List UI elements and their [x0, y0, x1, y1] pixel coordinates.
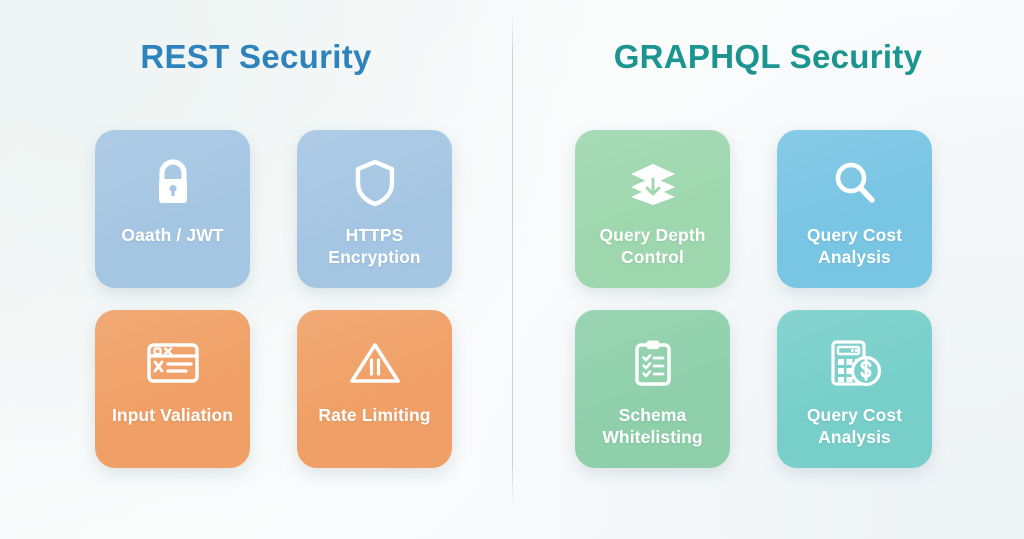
calculator-dollar-icon: [828, 336, 882, 390]
panel-divider: [512, 12, 513, 506]
card-label: HTTPS Encryption: [328, 225, 421, 267]
panel-rest-security: REST Security Oaath / JWT: [95, 38, 455, 468]
layers-icon: [626, 156, 680, 210]
card-rate-limiting[interactable]: Rate Limiting: [297, 310, 452, 468]
card-oauth-jwt[interactable]: Oaath / JWT: [95, 130, 250, 288]
card-https-encryption[interactable]: HTTPS Encryption: [297, 130, 452, 288]
card-query-cost-analysis-calculator[interactable]: Query Cost Analysis: [777, 310, 932, 468]
card-label: Input Valiation: [111, 405, 234, 425]
card-query-cost-analysis-search[interactable]: Query Cost Analysis: [777, 130, 932, 288]
lock-icon: [146, 156, 200, 210]
card-grid-graphql: Query Depth Control Query Cost Analysis: [575, 130, 935, 468]
card-label: Query Depth Control: [599, 225, 706, 267]
warning-triangle-icon: [348, 336, 402, 390]
card-label: Rate Limiting: [318, 405, 431, 425]
card-label: Query Cost Analysis: [806, 225, 903, 267]
card-query-depth-control[interactable]: Query Depth Control: [575, 130, 730, 288]
card-grid-rest: Oaath / JWT HTTPS Encryption: [95, 130, 455, 468]
card-label: Schema Whitelisting: [602, 405, 703, 447]
panel-title-graphql: GRAPHQL Security: [613, 38, 923, 75]
shield-icon: [348, 156, 402, 210]
card-input-validation[interactable]: Input Valiation: [95, 310, 250, 468]
magnifier-icon: [828, 156, 882, 210]
clipboard-check-icon: [626, 336, 680, 390]
form-window-icon: [146, 336, 200, 390]
card-label: Oaath / JWT: [121, 225, 224, 245]
panel-title-rest: REST Security: [140, 38, 372, 75]
panel-graphql-security: GRAPHQL Security Query Depth Control: [512, 0, 1024, 539]
card-label: Query Cost Analysis: [806, 405, 903, 447]
card-schema-whitelisting[interactable]: Schema Whitelisting: [575, 310, 730, 468]
